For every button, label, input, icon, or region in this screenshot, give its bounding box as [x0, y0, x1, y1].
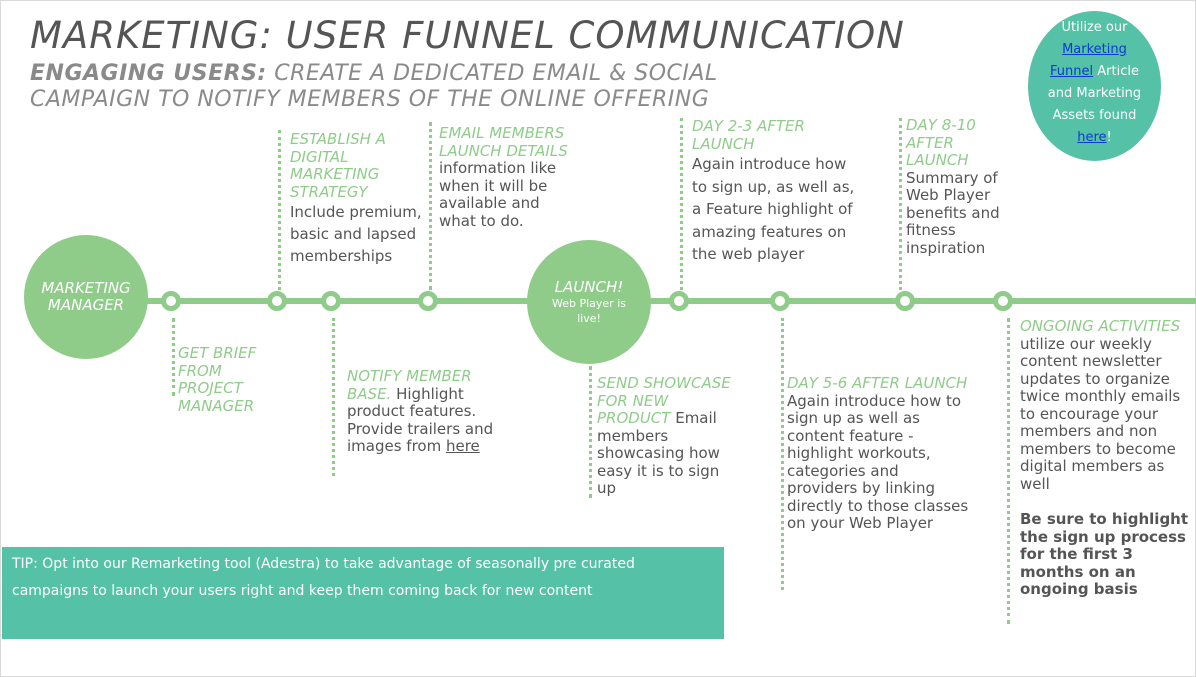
connector-brief [172, 318, 175, 396]
step-notify-heading: NOTIFY MEMBER BASE. [347, 367, 472, 403]
resources-text-3: and Marketing [1047, 86, 1142, 101]
resources-text-5: ! [1106, 130, 1112, 145]
step-day-2-3-body: Again introduce how to sign up, as well … [692, 155, 855, 263]
step-email: EMAIL MEMBERS LAUNCH DETAILS information… [439, 124, 574, 230]
step-day-8-10-body: Summary of Web Player benefits and fitne… [906, 168, 1000, 257]
subtitle-lead: ENGAGING USERS: [30, 61, 267, 86]
tip-banner: TIP: Opt into our Remarketing tool (Ades… [2, 547, 724, 639]
timeline-node-day810 [895, 291, 915, 311]
assets-here-link[interactable]: here [1077, 130, 1107, 145]
timeline-node-day23 [669, 291, 689, 311]
step-notify-body: Highlight product features. Provide trai… [347, 384, 494, 455]
connector-ongoing [1007, 318, 1010, 624]
connector-day810 [899, 118, 902, 290]
step-day-2-3-heading: DAY 2-3 AFTER LAUNCH [692, 117, 805, 153]
resources-text-2: Article [1093, 64, 1139, 79]
step-day-8-10-heading: DAY 8-10 AFTER LAUNCH [906, 116, 976, 169]
marketing-manager-label: MARKETING MANAGER [41, 279, 131, 314]
step-day-8-10: DAY 8-10 AFTER LAUNCH Summary of Web Pla… [906, 116, 1021, 257]
step-ongoing-heading: ONGOING ACTIVITIES [1020, 317, 1181, 335]
step-showcase-body: Email members showcasing how easy it is … [597, 409, 720, 497]
connector-strategy [278, 130, 281, 290]
step-day-5-6-heading: DAY 5-6 AFTER LAUNCH [787, 374, 968, 392]
step-ongoing-bold-note: Be sure to highlight the sign up process… [1020, 510, 1189, 598]
timeline-node-strategy [267, 291, 287, 311]
step-showcase: SEND SHOWCASE FOR NEW PRODUCT Email memb… [597, 374, 742, 498]
timeline-node-ongoing [993, 291, 1013, 311]
step-get-brief: GET BRIEF FROM PROJECT MANAGER [178, 344, 273, 415]
page-subtitle: ENGAGING USERS: CREATE A DEDICATED EMAIL… [30, 61, 718, 113]
page-title: MARKETING: USER FUNNEL COMMUNICATION [30, 14, 905, 57]
timeline-node-notify [321, 291, 341, 311]
connector-day23 [680, 118, 683, 290]
step-email-heading: EMAIL MEMBERS LAUNCH DETAILS [439, 124, 568, 160]
resources-text-4: Assets found [1052, 108, 1137, 123]
timeline-node-day56 [770, 291, 790, 311]
connector-email [429, 122, 432, 290]
marketing-funnel-link-1[interactable]: Marketing [1062, 42, 1127, 57]
marketing-funnel-link-2[interactable]: Funnel [1050, 64, 1094, 79]
step-strategy-heading: ESTABLISH A DIGITAL MARKETING STRATEGY [290, 130, 386, 201]
step-notify-here-link[interactable]: here [445, 437, 480, 455]
connector-showcase [589, 366, 592, 498]
step-notify: NOTIFY MEMBER BASE. Highlight product fe… [347, 367, 497, 456]
resources-circle: Utilize our Marketing Funnel Article and… [1028, 11, 1161, 161]
step-showcase-heading: SEND SHOWCASE FOR NEW PRODUCT [597, 374, 731, 427]
step-get-brief-heading: GET BRIEF FROM PROJECT MANAGER [178, 344, 257, 415]
resources-text-1: Utilize our [1061, 20, 1128, 35]
step-strategy-body: Include premium, basic and lapsed member… [290, 203, 422, 265]
connector-day56 [781, 318, 784, 590]
step-email-body: information like when it will be availab… [439, 159, 557, 230]
step-day-2-3: DAY 2-3 AFTER LAUNCH Again introduce how… [692, 117, 857, 266]
step-day-5-6-body: Again introduce how to sign up as well a… [787, 391, 969, 532]
step-strategy: ESTABLISH A DIGITAL MARKETING STRATEGY I… [290, 130, 425, 267]
launch-sub-label: Web Player is live! [552, 296, 626, 325]
step-ongoing: ONGOING ACTIVITIES utilize our weekly co… [1020, 317, 1190, 599]
subtitle-rest: CREATE A DEDICATED EMAIL & SOCIAL [266, 61, 718, 86]
marketing-manager-circle: MARKETING MANAGER [24, 235, 148, 359]
timeline-node-email [418, 291, 438, 311]
step-ongoing-body: utilize our weekly content newsletter up… [1020, 334, 1181, 493]
launch-circle: LAUNCH! Web Player is live! [527, 240, 651, 364]
timeline-node-brief [161, 291, 181, 311]
subtitle-line2: CAMPAIGN TO NOTIFY MEMBERS OF THE ONLINE… [30, 87, 710, 112]
connector-notify [332, 318, 335, 476]
launch-label: LAUNCH! [554, 277, 624, 296]
step-day-5-6: DAY 5-6 AFTER LAUNCH Again introduce how… [787, 374, 972, 533]
